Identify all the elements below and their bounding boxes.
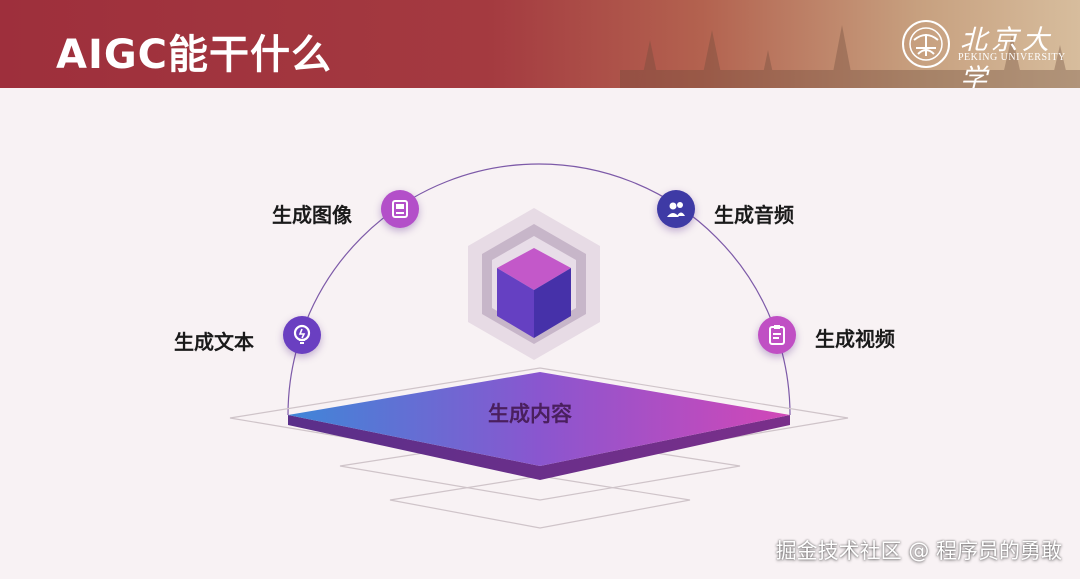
node-audio-icon [657,190,695,228]
title-bar: AIGC能干什么 北京大学 PEKING UNIVERSITY [0,0,1080,88]
node-label-text: 生成文本 [174,330,254,354]
content-platform [288,372,790,466]
page-title: AIGC能干什么 [56,32,333,78]
node-image-icon [381,190,419,228]
node-label-video: 生成视频 [815,327,895,351]
users-icon [667,202,685,217]
content-cube [497,248,571,338]
orbit-arc [287,163,791,416]
node-label-image: 生成图像 [272,203,352,227]
lightbulb-icon [293,324,311,344]
center-label: 生成内容 [488,402,572,426]
image-frame-icon [392,200,408,218]
node-video-icon [758,316,796,354]
logo-chinese-name: 北京大学 [960,25,1053,88]
clipboard-icon [769,325,785,345]
university-logo: 北京大学 PEKING UNIVERSITY [900,18,1070,88]
watermark: 掘金技术社区 @ 程序员的勇敢 [775,539,1062,563]
node-text-icon [283,316,321,354]
campus-scenery [620,25,1080,88]
node-label-audio: 生成音频 [714,203,794,227]
platform-edge [288,415,790,480]
logo-english-name: PEKING UNIVERSITY [958,52,1066,63]
university-seal-icon [902,20,950,68]
